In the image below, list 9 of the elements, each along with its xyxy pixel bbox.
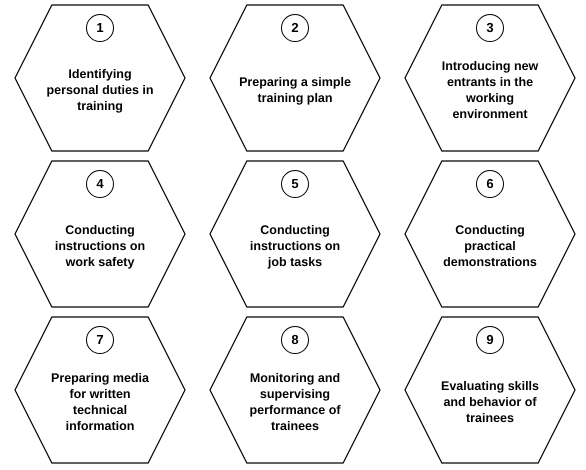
step-description: Introducing new entrants in the working environment — [440, 58, 540, 122]
step-description: Conducting instructions on work safety — [54, 222, 146, 270]
step-description: Conducting instructions on job tasks — [248, 222, 342, 270]
step-description: Evaluating skills and behavior of trainees — [440, 378, 540, 426]
step-description: Conducting practical demonstrations — [442, 222, 538, 270]
step-description: Monitoring and supervising performance of trainees — [248, 370, 342, 434]
step-description: Preparing a simple training plan — [239, 74, 351, 106]
step-description: Preparing media for written technical information — [50, 370, 150, 434]
step-description: Identifying personal duties in training — [46, 66, 154, 114]
